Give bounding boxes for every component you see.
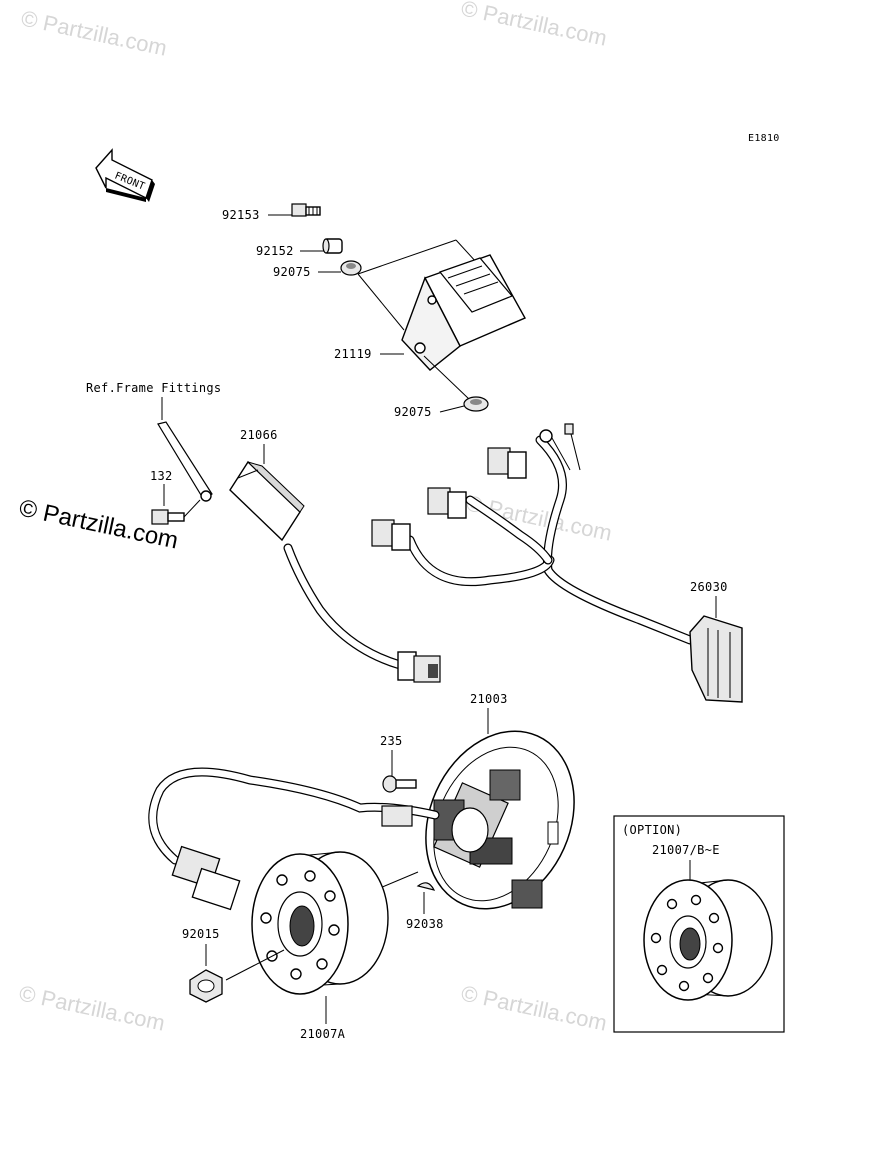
label-21119: 21119 bbox=[334, 347, 372, 361]
label-option: (OPTION) bbox=[622, 823, 682, 837]
bolt-92153-icon bbox=[291, 203, 321, 217]
label-21003: 21003 bbox=[470, 692, 508, 706]
label-21007-b-e: 21007/B~E bbox=[652, 843, 720, 857]
label-92152: 92152 bbox=[256, 244, 294, 258]
stator-21003-icon bbox=[425, 730, 575, 910]
grommet-92075-top-icon bbox=[340, 260, 362, 276]
label-235: 235 bbox=[380, 734, 403, 748]
stator-connector-icon bbox=[171, 805, 413, 911]
label-ref-frame-fittings: Ref.Frame Fittings bbox=[86, 381, 221, 395]
watermark-bottom-right: © Partzilla.com bbox=[459, 980, 609, 1035]
watermark-top-right: © Partzilla.com bbox=[459, 0, 609, 51]
label-21007a: 21007A bbox=[300, 1027, 346, 1041]
label-92075-top: 92075 bbox=[273, 265, 311, 279]
label-92153: 92153 bbox=[222, 208, 260, 222]
nut-92015-icon bbox=[189, 969, 223, 1003]
grommet-92075-bottom-icon bbox=[463, 396, 489, 412]
label-92015: 92015 bbox=[182, 927, 220, 941]
wire-harness-26030-icon bbox=[371, 423, 743, 703]
key-92038-icon bbox=[416, 882, 436, 891]
front-arrow-icon: FRONT bbox=[95, 148, 155, 202]
bolt-132-icon bbox=[151, 499, 201, 525]
regulator-21119-icon bbox=[401, 254, 526, 371]
screw-235-icon bbox=[382, 775, 417, 793]
collar-92152-icon bbox=[322, 238, 343, 254]
watermark-top-left: © Partzilla.com bbox=[19, 5, 169, 60]
flywheel-option-icon bbox=[643, 879, 773, 1001]
diagram-code: E1810 bbox=[748, 133, 780, 144]
frame-bracket-icon bbox=[157, 421, 213, 502]
flywheel-21007a-icon bbox=[251, 851, 389, 995]
watermark-bottom-left: © Partzilla.com bbox=[17, 980, 167, 1035]
ignitor-21066-icon bbox=[229, 460, 305, 542]
option-box bbox=[613, 815, 785, 1033]
label-132: 132 bbox=[150, 469, 173, 483]
label-26030: 26030 bbox=[690, 580, 728, 594]
connector-21066-icon bbox=[397, 651, 441, 683]
watermark-middle-right: © Partzilla.com bbox=[464, 490, 614, 545]
label-21066: 21066 bbox=[240, 428, 278, 442]
label-92038: 92038 bbox=[406, 917, 444, 931]
label-92075-bottom: 92075 bbox=[394, 405, 432, 419]
